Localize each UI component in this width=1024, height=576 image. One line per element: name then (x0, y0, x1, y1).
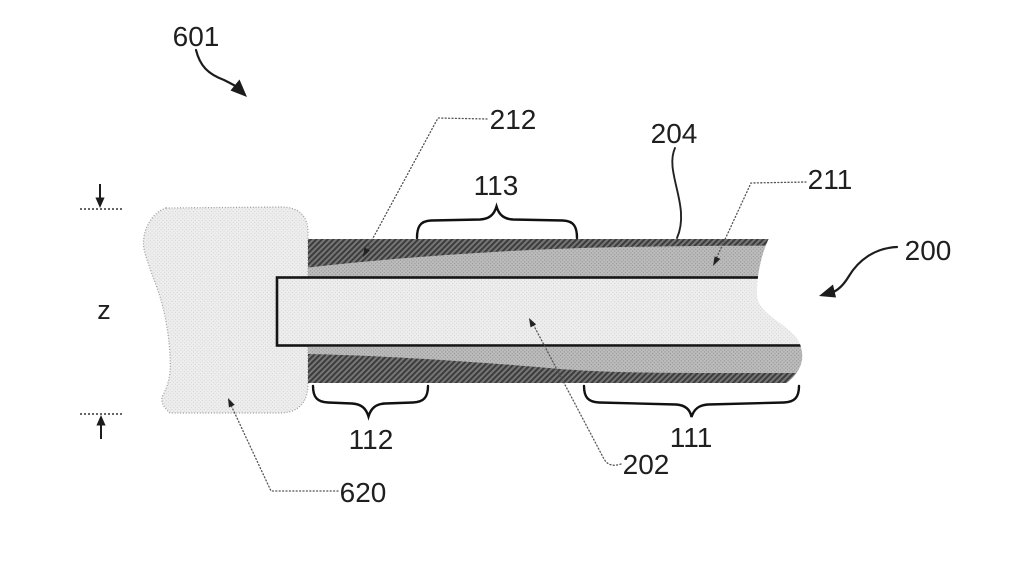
ref-numeral-601: 601 (173, 21, 220, 52)
broken-edge-mask (757, 236, 940, 385)
brace-112 (311, 384, 430, 421)
ref-numeral-200: 200 (905, 235, 952, 266)
leader-212-arrowhead-icon (363, 247, 370, 257)
bottom-dark-layer (308, 354, 812, 383)
z-dim-bottom-arrowhead-icon (96, 415, 106, 426)
core-202-shape (275, 276, 812, 347)
ref-numeral-204: 204 (651, 118, 698, 149)
leader-202 (532, 323, 622, 466)
leader-620 (229, 402, 339, 492)
ref-numeral-620: 620 (340, 477, 387, 508)
arrow-601 (194, 48, 244, 93)
brace-113 (415, 202, 579, 240)
ref-numeral-113: 113 (474, 170, 519, 201)
z-dim-top-arrowhead-icon (95, 197, 105, 208)
arrow-200 (829, 245, 899, 295)
leader-202-arrowhead-icon (529, 318, 537, 328)
end-block-620-shape (142, 206, 309, 414)
leader-211 (715, 181, 807, 260)
leader-620-arrowhead-icon (228, 398, 235, 408)
brace-111 (582, 384, 801, 418)
ref-numeral-112: 112 (349, 424, 394, 455)
ref-numeral-111: 111 (670, 422, 713, 453)
arrow-200-arrowhead-icon (819, 284, 836, 298)
ref-numeral-202: 202 (623, 449, 670, 480)
ref-numeral-212: 212 (490, 104, 537, 135)
leader-204 (671, 147, 682, 239)
arrow-601-arrowhead-icon (230, 79, 247, 97)
leader-211-arrowhead-icon (713, 256, 721, 266)
top-dark-layer-212-204 (308, 239, 812, 268)
ref-numeral-211: 211 (808, 164, 853, 195)
leader-212 (365, 117, 488, 252)
ref-label-z: z (97, 295, 111, 325)
